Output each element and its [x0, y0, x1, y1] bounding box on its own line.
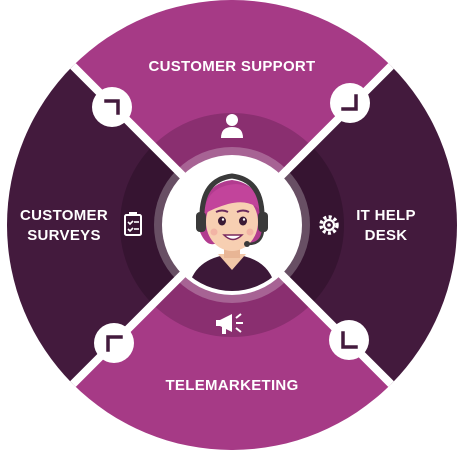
label-customer-surveys-line1: CUSTOMER [20, 207, 108, 224]
corner-bottom-right-icon [329, 320, 369, 360]
segment-customer-surveys[interactable] [6, 65, 233, 385]
segment-customer-support[interactable] [72, 0, 392, 225]
megaphone-icon [216, 313, 243, 334]
gear-icon [319, 215, 339, 235]
corner-top-left-icon [92, 87, 132, 127]
label-customer-surveys-line2: SURVEYS [27, 227, 101, 244]
clipboard-icon [124, 212, 142, 236]
support-agent-avatar [188, 173, 276, 291]
segment-it-help-desk[interactable] [232, 65, 458, 385]
label-customer-support: CUSTOMER SUPPORT [148, 58, 315, 75]
label-it-help-desk-line2: DESK [365, 227, 408, 244]
corner-icons [92, 83, 370, 363]
label-telemarketing: TELEMARKETING [165, 377, 298, 394]
user-icon [221, 114, 243, 138]
segment-telemarketing[interactable] [72, 225, 392, 450]
corner-top-right-icon [330, 83, 370, 123]
corner-bottom-left-icon [94, 323, 134, 363]
outer-ring [6, 0, 458, 450]
label-it-help-desk-line1: IT HELP [356, 207, 416, 224]
